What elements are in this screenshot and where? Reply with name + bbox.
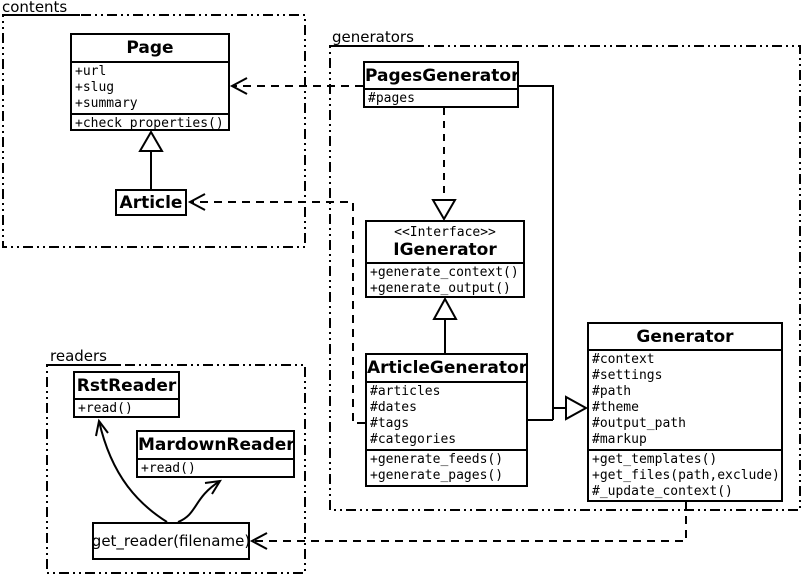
package-frame-generators [329,45,801,511]
function-get-reader: get_reader(filename) [92,522,250,560]
class-generator-methods: +get_templates() +get_files(path,exclude… [589,449,781,500]
attribute: #output_path [592,416,686,431]
class-generator-title: Generator [636,326,734,347]
function-get-reader-label: get_reader(filename) [94,532,248,550]
class-article: Article [115,189,187,216]
attribute: #path [592,384,632,399]
class-igenerator-name: IGenerator [393,239,497,260]
attribute: #articles [370,384,441,399]
attribute: #theme [592,400,639,415]
class-rstreader-title: RstReader [76,375,177,396]
package-frame-contents [2,14,306,248]
class-pagesgenerator: PagesGenerator #pages [363,61,519,108]
attribute: #tags [370,416,410,431]
class-pagesgenerator-attributes: #pages [365,88,517,106]
dependency-pagesgenerator-to-page [229,77,363,95]
inheritance-article-to-page [138,130,164,190]
dependency-generator-to-getreader [249,502,687,550]
package-frame-readers [46,364,306,574]
package-label-generators: generators [332,28,414,46]
class-igenerator-stereotype: <<Interface>> [394,224,496,240]
attribute: +url [75,64,107,79]
method: +generate_context() [370,265,519,280]
attribute: #markup [592,432,647,447]
class-page-attributes: +url +slug +summary [72,61,228,113]
class-page-methods: +check_properties() [72,113,228,129]
package-label-readers: readers [50,347,107,365]
class-mardownreader-title: MardownReader [138,435,293,455]
method: +read() [78,401,133,416]
class-generator: Generator #context #settings #path #them… [587,322,783,502]
class-articlegenerator-attributes: #articles #dates #tags #categories [367,381,526,449]
method: +get_templates() [592,452,718,467]
attribute: +slug [75,80,115,95]
method: #_update_context() [592,484,733,499]
attribute: #pages [368,91,415,106]
class-pagesgenerator-title: PagesGenerator [365,65,517,86]
attribute: #dates [370,400,417,415]
method: +get_files(path,exclude) [592,468,780,483]
method: +read() [141,461,196,476]
method: +generate_feeds() [370,452,504,467]
arrow-getreader-to-rstreader [95,418,168,523]
class-rstreader: RstReader +read() [73,371,180,418]
class-igenerator-title: <<Interface>> IGenerator [367,222,523,262]
attribute: #categories [370,432,457,447]
arrow-getreader-to-mardownreader [177,479,222,523]
class-articlegenerator-methods: +generate_feeds() +generate_pages() [367,449,526,485]
attribute: +summary [75,96,138,111]
package-label-contents: contents [2,0,68,16]
class-rstreader-methods: +read() [75,398,178,416]
class-mardownreader-methods: +read() [138,458,293,476]
inheritance-generators-to-generator [519,85,589,421]
attribute: #settings [592,368,663,383]
class-generator-attributes: #context #settings #path #theme #output_… [589,349,781,449]
method: +generate_pages() [370,468,504,483]
class-igenerator-methods: +generate_context() +generate_output() [367,262,523,296]
class-mardownreader: MardownReader +read() [136,430,295,478]
class-articlegenerator: ArticleGenerator #articles #dates #tags … [365,353,528,487]
class-articlegenerator-title: ArticleGenerator [367,358,526,378]
inheritance-articlegenerator-to-igenerator [432,296,458,353]
attribute: #context [592,352,655,367]
class-igenerator: <<Interface>> IGenerator +generate_conte… [365,220,525,298]
method: +generate_output() [370,281,511,296]
realization-pagesgenerator-to-igenerator [431,108,457,221]
dependency-articlegenerator-to-article [187,193,365,424]
class-page: Page +url +slug +summary +check_properti… [70,33,230,131]
class-article-title: Article [119,192,183,213]
class-page-title: Page [126,38,174,58]
method: +check_properties() [75,116,224,129]
